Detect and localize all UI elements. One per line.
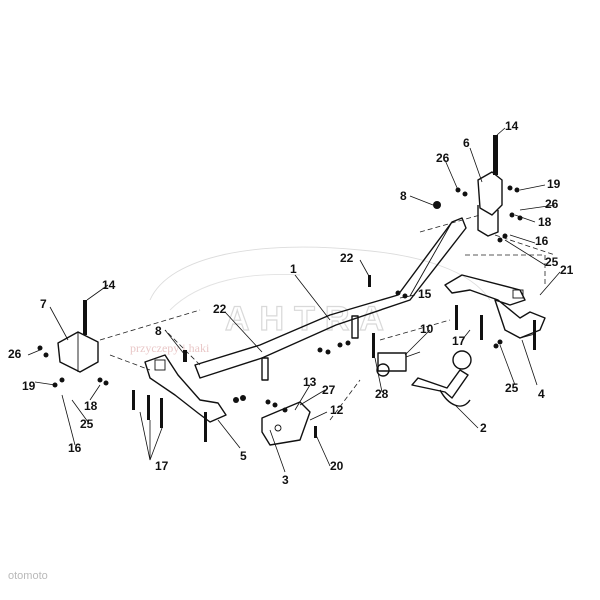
footer-watermark: otomoto [8,570,48,582]
hardware-bolts [37,135,536,442]
callout-8-right: 8 [400,189,407,203]
callout-17-left: 17 [155,459,169,473]
bracket-left [57,331,99,373]
callout-22-top: 22 [340,251,354,265]
callout-25-right: 25 [545,255,559,269]
callout-17-right: 17 [452,334,466,348]
main-crossbeam [194,217,467,381]
callout-10: 10 [420,322,434,336]
callout-19-right: 19 [547,177,561,191]
callout-7: 7 [40,297,47,311]
right-side-arm [444,274,546,339]
left-side-arm [144,354,227,423]
callout-2: 2 [480,421,487,435]
callout-26-right: 26 [545,197,559,211]
callout-26-left: 26 [8,347,22,361]
callout-labels: 1 2 3 4 5 6 7 8 8 10 12 13 14 14 15 16 1… [8,119,574,487]
callout-20: 20 [330,459,344,473]
callout-28: 28 [375,387,389,401]
callout-25-bottom: 25 [505,381,519,395]
watermark-brand: AHTRA [225,300,394,338]
callout-16-left: 16 [68,441,82,455]
callout-8-left: 8 [155,324,162,338]
watermark-subtitle: przyczepy i haki [130,341,210,355]
callout-6: 6 [463,136,470,150]
callout-18-right: 18 [538,215,552,229]
callout-16-right: 16 [535,234,549,248]
callout-21: 21 [560,263,574,277]
callout-4: 4 [538,387,545,401]
leader-lines [27,127,561,473]
callout-26-top: 26 [436,151,450,165]
callout-22-left: 22 [213,302,227,316]
callout-14-left: 14 [102,278,116,292]
callout-15: 15 [418,287,432,301]
callout-3: 3 [282,473,289,487]
callout-13: 13 [303,375,317,389]
callout-5: 5 [240,449,247,463]
callout-1: 1 [290,262,297,276]
watermark: AHTRA przyczepy i haki [130,246,491,355]
callout-14-right: 14 [505,119,519,133]
assembly-lines [99,214,556,421]
electrical-socket [376,351,421,377]
callout-12: 12 [330,403,344,417]
callout-25-left: 25 [80,417,94,431]
callout-19-left: 19 [22,379,36,393]
callout-27: 27 [322,383,336,397]
callout-18-left: 18 [84,399,98,413]
tow-ball-neck [411,350,472,407]
bracket-right [477,171,503,237]
